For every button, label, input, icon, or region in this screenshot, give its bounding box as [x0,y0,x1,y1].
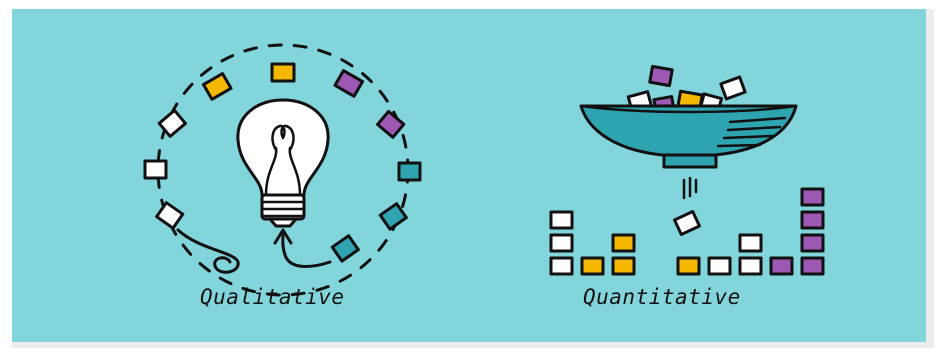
spiral-arrow [176,228,240,274]
frame-edge-right [926,9,934,342]
quantitative-label: Quantitative [583,285,741,309]
arrow-head [273,228,293,245]
frame-edge-bottom [12,342,934,348]
quantitative-graphic [549,64,825,276]
circle-squares [143,62,422,263]
funnel-icon [579,104,798,200]
qualitative-graphic [143,43,422,297]
square-bar-chart [549,187,825,276]
falling-square [673,210,701,236]
lightbulb-icon [236,98,330,228]
curved-arrow [281,230,332,268]
qualitative-label: Qualitative [200,285,345,309]
